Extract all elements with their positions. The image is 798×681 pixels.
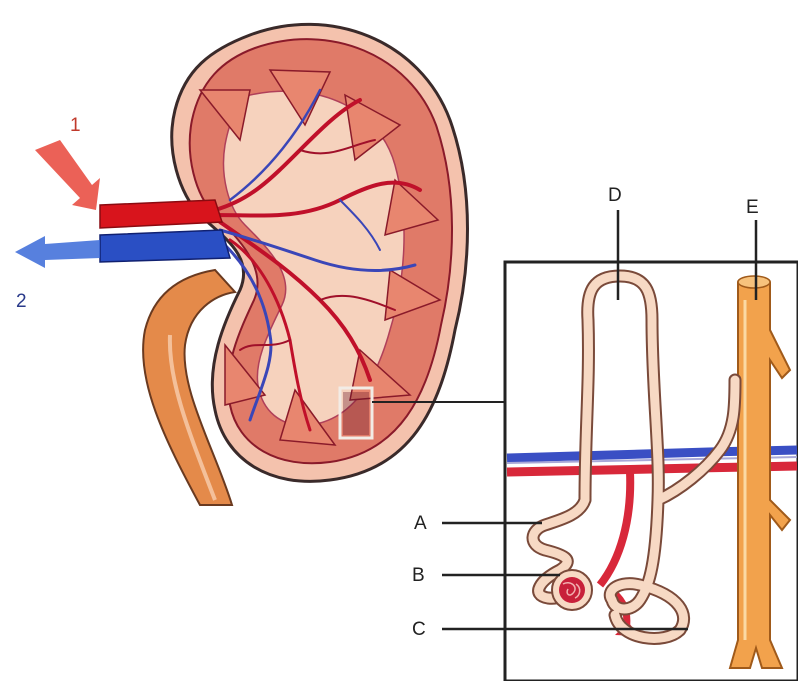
arrow-in-icon [35, 140, 100, 210]
label-1: 1 [70, 116, 81, 135]
renal-artery [100, 200, 222, 228]
label-a: A [414, 514, 427, 533]
arrow-out-icon [15, 236, 100, 268]
glomerulus [559, 577, 585, 603]
renal-vein [100, 230, 230, 262]
kidney [15, 24, 468, 505]
label-2: 2 [16, 292, 27, 311]
nephron-inset [505, 262, 798, 681]
label-d: D [608, 186, 622, 205]
label-c: C [412, 620, 426, 639]
label-b: B [412, 566, 425, 585]
label-e: E [746, 198, 759, 217]
